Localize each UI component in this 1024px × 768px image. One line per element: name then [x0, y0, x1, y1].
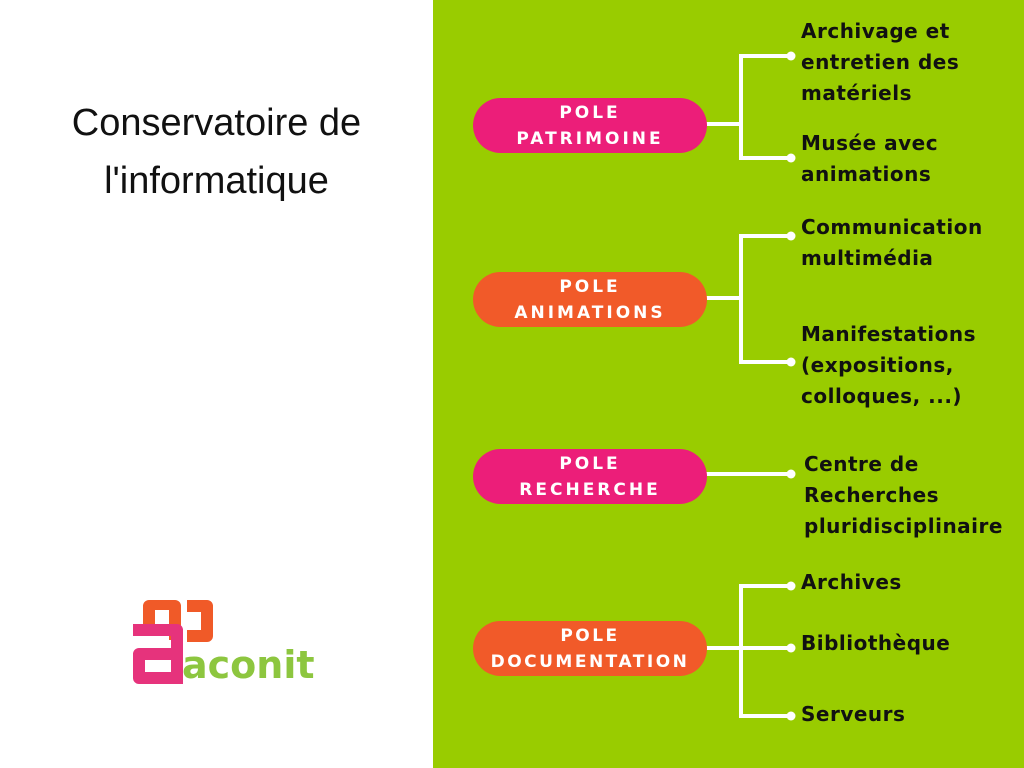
connector-dot — [786, 51, 796, 61]
item-communication: Communication multimédia — [801, 212, 983, 274]
item-centre-recherches: Centre de Recherches pluridisciplinaire — [804, 449, 1003, 542]
item-bibliotheque: Bibliothèque — [801, 628, 950, 659]
item-serveurs: Serveurs — [801, 699, 905, 730]
item-line: (expositions, — [801, 353, 954, 377]
logo-orange-shape-right — [187, 600, 213, 642]
pole-label-line1: POLE — [559, 453, 621, 474]
logo-wordmark: aconit — [182, 640, 315, 690]
pole-documentation: POLE DOCUMENTATION — [473, 621, 707, 676]
pole-label-line2: PATRIMOINE — [516, 128, 664, 149]
pole-label-line1: POLE — [559, 276, 621, 297]
item-line: entretien des — [801, 50, 960, 74]
item-line: matériels — [801, 81, 913, 105]
item-line: colloques, ...) — [801, 384, 963, 408]
item-line: Communication — [801, 215, 983, 239]
logo-pink-shape — [133, 624, 183, 684]
pole-recherche: POLE RECHERCHE — [473, 449, 707, 504]
connector-dot — [786, 231, 796, 241]
connector-dot — [786, 643, 796, 653]
item-line: Centre de — [804, 452, 919, 476]
item-archives: Archives — [801, 567, 902, 598]
item-line: pluridisciplinaire — [804, 514, 1003, 538]
item-line: Archives — [801, 570, 902, 594]
pole-patrimoine: POLE PATRIMOINE — [473, 98, 707, 153]
title-line-2: l'informatique — [104, 160, 329, 202]
connector-animations — [704, 234, 792, 364]
connector-dot — [786, 581, 796, 591]
connector-dot — [786, 153, 796, 163]
connector-dot — [786, 711, 796, 721]
item-archivage: Archivage et entretien des matériels — [801, 16, 959, 109]
item-line: animations — [801, 162, 932, 186]
item-line: Archivage et — [801, 19, 950, 43]
item-line: multimédia — [801, 246, 934, 270]
connector-documentation — [704, 584, 792, 718]
page-title: Conservatoire de l'informatique — [20, 94, 413, 210]
item-line: Manifestations — [801, 322, 977, 346]
item-line: Recherches — [804, 483, 940, 507]
logo-word: aconit — [182, 643, 315, 687]
item-manifestations: Manifestations (expositions, colloques, … — [801, 319, 976, 412]
item-line: Musée avec — [801, 131, 939, 155]
connector-dot — [786, 357, 796, 367]
connector-dot — [786, 469, 796, 479]
title-line-1: Conservatoire de — [71, 102, 362, 144]
aconit-logo-icon — [133, 600, 213, 684]
pole-animations: POLE ANIMATIONS — [473, 272, 707, 327]
left-panel: Conservatoire de l'informatique aconit — [0, 0, 433, 768]
item-line: Bibliothèque — [801, 631, 951, 655]
item-line: Serveurs — [801, 702, 906, 726]
connector-patrimoine — [704, 54, 792, 160]
pole-label-line2: ANIMATIONS — [514, 302, 666, 323]
pole-label-line1: POLE — [560, 625, 620, 646]
pole-label-line1: POLE — [559, 102, 621, 123]
item-musee: Musée avec animations — [801, 128, 938, 190]
pole-label-line2: RECHERCHE — [519, 479, 661, 500]
pole-label-line2: DOCUMENTATION — [490, 651, 690, 672]
